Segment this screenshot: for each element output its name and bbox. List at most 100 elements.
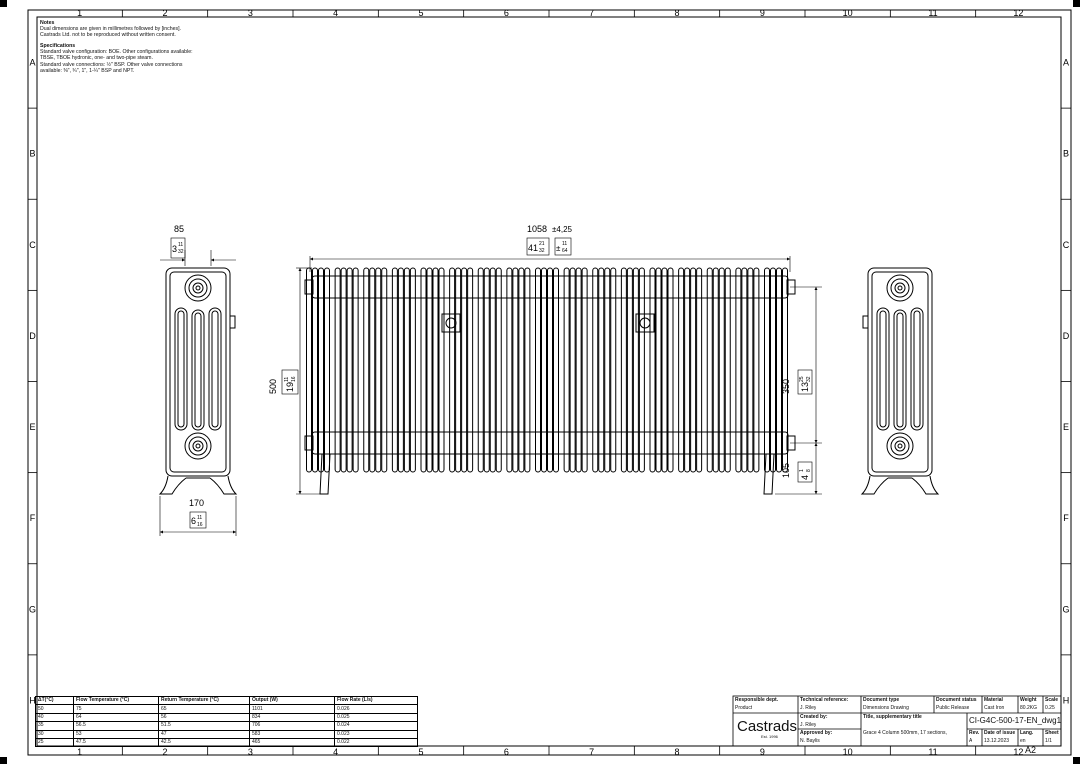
radiator-column xyxy=(306,267,312,473)
paper-size: A2 xyxy=(1025,745,1037,755)
radiator-column xyxy=(363,267,370,473)
grid-column-label: 2 xyxy=(162,747,167,757)
table-row: 50 75 65 1101 0.026 xyxy=(35,704,418,714)
rev-label: Rev. xyxy=(969,730,980,736)
grid-column-label: 6 xyxy=(504,8,509,18)
radiator-column xyxy=(620,267,627,473)
radiator-column xyxy=(592,267,599,473)
radiator-column xyxy=(397,267,404,473)
radiator-column xyxy=(477,267,484,473)
grid-row-label: C xyxy=(29,240,36,250)
lang: en xyxy=(1020,738,1026,744)
radiator-column xyxy=(626,267,633,473)
table-cell: 0.022 xyxy=(334,737,418,748)
radiator-column xyxy=(369,267,376,473)
corner-mark xyxy=(0,757,7,764)
table-cell: 47 xyxy=(158,729,250,739)
radiator-column xyxy=(764,267,770,473)
corner-mark xyxy=(1073,757,1080,764)
floor-in-num: 1 xyxy=(799,469,805,472)
radiator-column xyxy=(432,267,439,473)
responsible-dept: Product xyxy=(735,705,753,711)
notes-heading: Notes xyxy=(40,20,55,26)
specifications-line: available: ⅜", ¾", 1", 1-¼" BSP and NPT. xyxy=(40,67,135,74)
radiator-column xyxy=(718,267,725,473)
radiator-column xyxy=(678,267,685,473)
scale: 0.25 xyxy=(1045,705,1055,711)
table-cell: 35 xyxy=(35,721,74,731)
radiator-column xyxy=(489,267,496,473)
radiator-column xyxy=(735,267,742,473)
depth-mm: 85 xyxy=(174,224,184,234)
radiator-column xyxy=(334,267,341,473)
radiator-column xyxy=(655,267,662,473)
grid-column-label: 2 xyxy=(162,8,167,18)
grid-column-label: 9 xyxy=(760,747,765,757)
radiator-column xyxy=(438,267,445,473)
radiator-column xyxy=(409,267,416,473)
radiator-column xyxy=(420,267,427,473)
header-output: Output (W) xyxy=(249,695,335,706)
radiator-column xyxy=(506,267,513,473)
grid-column-label: 3 xyxy=(248,747,253,757)
grid-row-label: B xyxy=(1063,149,1069,159)
length-tolerance-in: ± xyxy=(556,244,561,253)
lang-label: Lang. xyxy=(1020,730,1034,736)
radiator-column xyxy=(352,267,359,473)
company-established: Est. 1996 xyxy=(761,734,778,739)
radiator-column xyxy=(741,267,748,473)
radiator-column xyxy=(649,267,656,473)
radiator-column xyxy=(569,267,576,473)
radiator-column xyxy=(518,267,525,473)
radiator-column xyxy=(753,267,760,473)
length-tolerance-in-den: 64 xyxy=(562,248,568,254)
radiator-column xyxy=(598,267,605,473)
document-type: Dimensions Drawing xyxy=(863,705,909,711)
radiator-column xyxy=(667,267,674,473)
radiator-column xyxy=(581,267,588,473)
grid-column-label: 9 xyxy=(760,8,765,18)
table-cell: 53 xyxy=(73,729,159,739)
radiator-column xyxy=(391,267,398,473)
table-header-row: ΔT(°C) Flow Temperature (°C) Return Temp… xyxy=(35,695,418,706)
grid-row-label: E xyxy=(1063,422,1069,432)
grid-column-label: 3 xyxy=(248,8,253,18)
grid-column-label: 1 xyxy=(77,747,82,757)
table-cell: 834 xyxy=(249,712,335,723)
length-tolerance-mm: ±4,25 xyxy=(552,225,573,234)
document-status-label: Document status xyxy=(936,697,977,703)
notes-line: Dual dimensions are given in millimetres… xyxy=(40,26,181,33)
radiator-column xyxy=(461,267,468,473)
technical-ref: J. Riley xyxy=(800,705,817,711)
front-dimensions xyxy=(281,237,822,495)
grid-column-label: 11 xyxy=(928,747,937,757)
header-return-temp: Return Temperature (°C) xyxy=(158,695,250,706)
centres-in-den: 32 xyxy=(806,376,812,382)
side-view-left xyxy=(158,267,238,495)
radiator-column xyxy=(403,267,410,473)
table-cell: 42.5 xyxy=(158,737,250,748)
radiator-column xyxy=(553,267,559,473)
material: Cast Iron xyxy=(984,705,1005,711)
grid-column-label: 7 xyxy=(589,8,594,18)
radiator-column xyxy=(563,267,570,473)
grid-row-label: H xyxy=(1063,695,1070,705)
specifications-heading: Specifications xyxy=(40,43,76,50)
radiator-column xyxy=(512,267,519,473)
radiator-column xyxy=(346,267,353,473)
date-label: Date of issue xyxy=(984,730,1016,736)
grid-row-label: A xyxy=(29,58,35,68)
created-by-label: Created by: xyxy=(800,714,828,720)
depth-in-den: 32 xyxy=(178,249,184,255)
document-number: CI-G4C-500-17-EN_dwg1 xyxy=(969,716,1062,725)
approved-by: N. Baylis xyxy=(800,738,820,744)
grid-column-label: 4 xyxy=(333,747,338,757)
grid-column-label: 1 xyxy=(77,8,82,18)
table-cell: 25 xyxy=(35,737,74,748)
height-in-whole: 19 xyxy=(285,382,295,392)
front-view xyxy=(304,267,796,495)
side-view-right xyxy=(860,267,940,495)
header-flow-temp: Flow Temperature (°C) xyxy=(73,695,159,706)
table-cell: 30 xyxy=(35,729,74,739)
